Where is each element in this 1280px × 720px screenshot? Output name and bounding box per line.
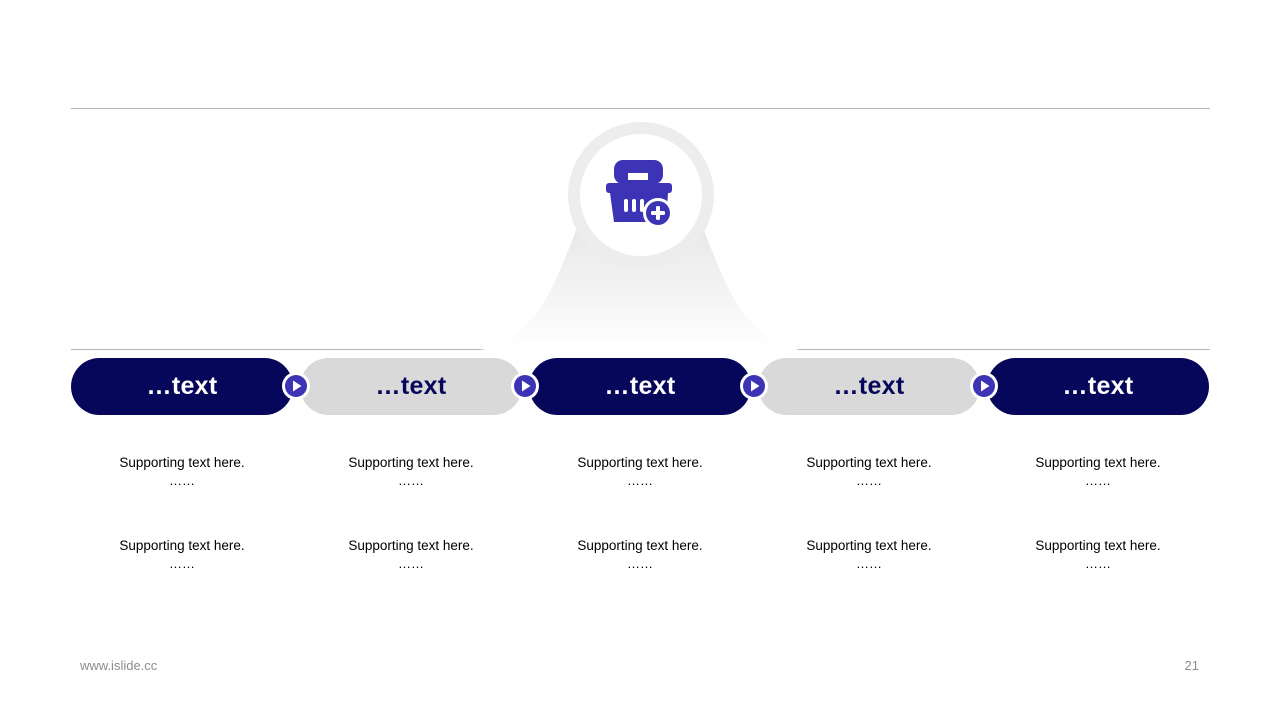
- ellipsis-text: ……: [1085, 556, 1111, 571]
- play-arrow-icon: [751, 380, 760, 392]
- play-arrow-icon: [522, 380, 531, 392]
- supporting-text: Supporting text here.: [119, 455, 245, 470]
- supporting-text: Supporting text here.: [806, 538, 932, 553]
- connector-4: [970, 372, 998, 400]
- ellipsis-text: ……: [169, 556, 195, 571]
- play-arrow-icon: [293, 380, 302, 392]
- ellipsis-text: ……: [627, 556, 653, 571]
- supporting-text: Supporting text here.: [806, 455, 932, 470]
- supporting-text: Supporting text here.: [119, 538, 245, 553]
- column-5: Supporting text here. …… Supporting text…: [987, 452, 1209, 579]
- step-5-pill: …text: [987, 358, 1209, 415]
- supporting-text: Supporting text here.: [1035, 538, 1161, 553]
- step-3-label: …text: [604, 372, 676, 400]
- top-divider: [71, 108, 1210, 109]
- connector-1: [282, 372, 310, 400]
- step-4-label: …text: [833, 372, 905, 400]
- supporting-text: Supporting text here.: [348, 455, 474, 470]
- step-2-label: …text: [375, 372, 447, 400]
- ellipsis-text: ……: [398, 556, 424, 571]
- column-1: Supporting text here. …… Supporting text…: [71, 452, 293, 579]
- ellipsis-text: ……: [1085, 473, 1111, 488]
- ellipsis-text: ……: [398, 473, 424, 488]
- basket-add-icon: [606, 160, 673, 228]
- supporting-text: Supporting text here.: [577, 455, 703, 470]
- supporting-text: Supporting text here.: [1035, 455, 1161, 470]
- step-2-pill: …text: [300, 358, 522, 415]
- footer-website: www.islide.cc: [80, 658, 158, 673]
- step-1-pill: …text: [71, 358, 293, 415]
- column-4: Supporting text here. …… Supporting text…: [758, 452, 980, 579]
- hub-shadow-shape: [480, 220, 800, 350]
- step-5-label: …text: [1062, 372, 1134, 400]
- column-2: Supporting text here. …… Supporting text…: [300, 452, 522, 579]
- step-3-pill: …text: [529, 358, 751, 415]
- step-1-label: …text: [146, 372, 218, 400]
- connector-3: [740, 372, 768, 400]
- hub-circle: [568, 122, 714, 268]
- play-arrow-icon: [981, 380, 990, 392]
- connector-2: [511, 372, 539, 400]
- page-number: 21: [1184, 658, 1199, 673]
- step-4-pill: …text: [758, 358, 980, 415]
- supporting-text: Supporting text here.: [348, 538, 474, 553]
- column-3: Supporting text here. …… Supporting text…: [529, 452, 751, 579]
- ellipsis-text: ……: [856, 556, 882, 571]
- supporting-text: Supporting text here.: [577, 538, 703, 553]
- ellipsis-text: ……: [856, 473, 882, 488]
- ellipsis-text: ……: [627, 473, 653, 488]
- ellipsis-text: ……: [169, 473, 195, 488]
